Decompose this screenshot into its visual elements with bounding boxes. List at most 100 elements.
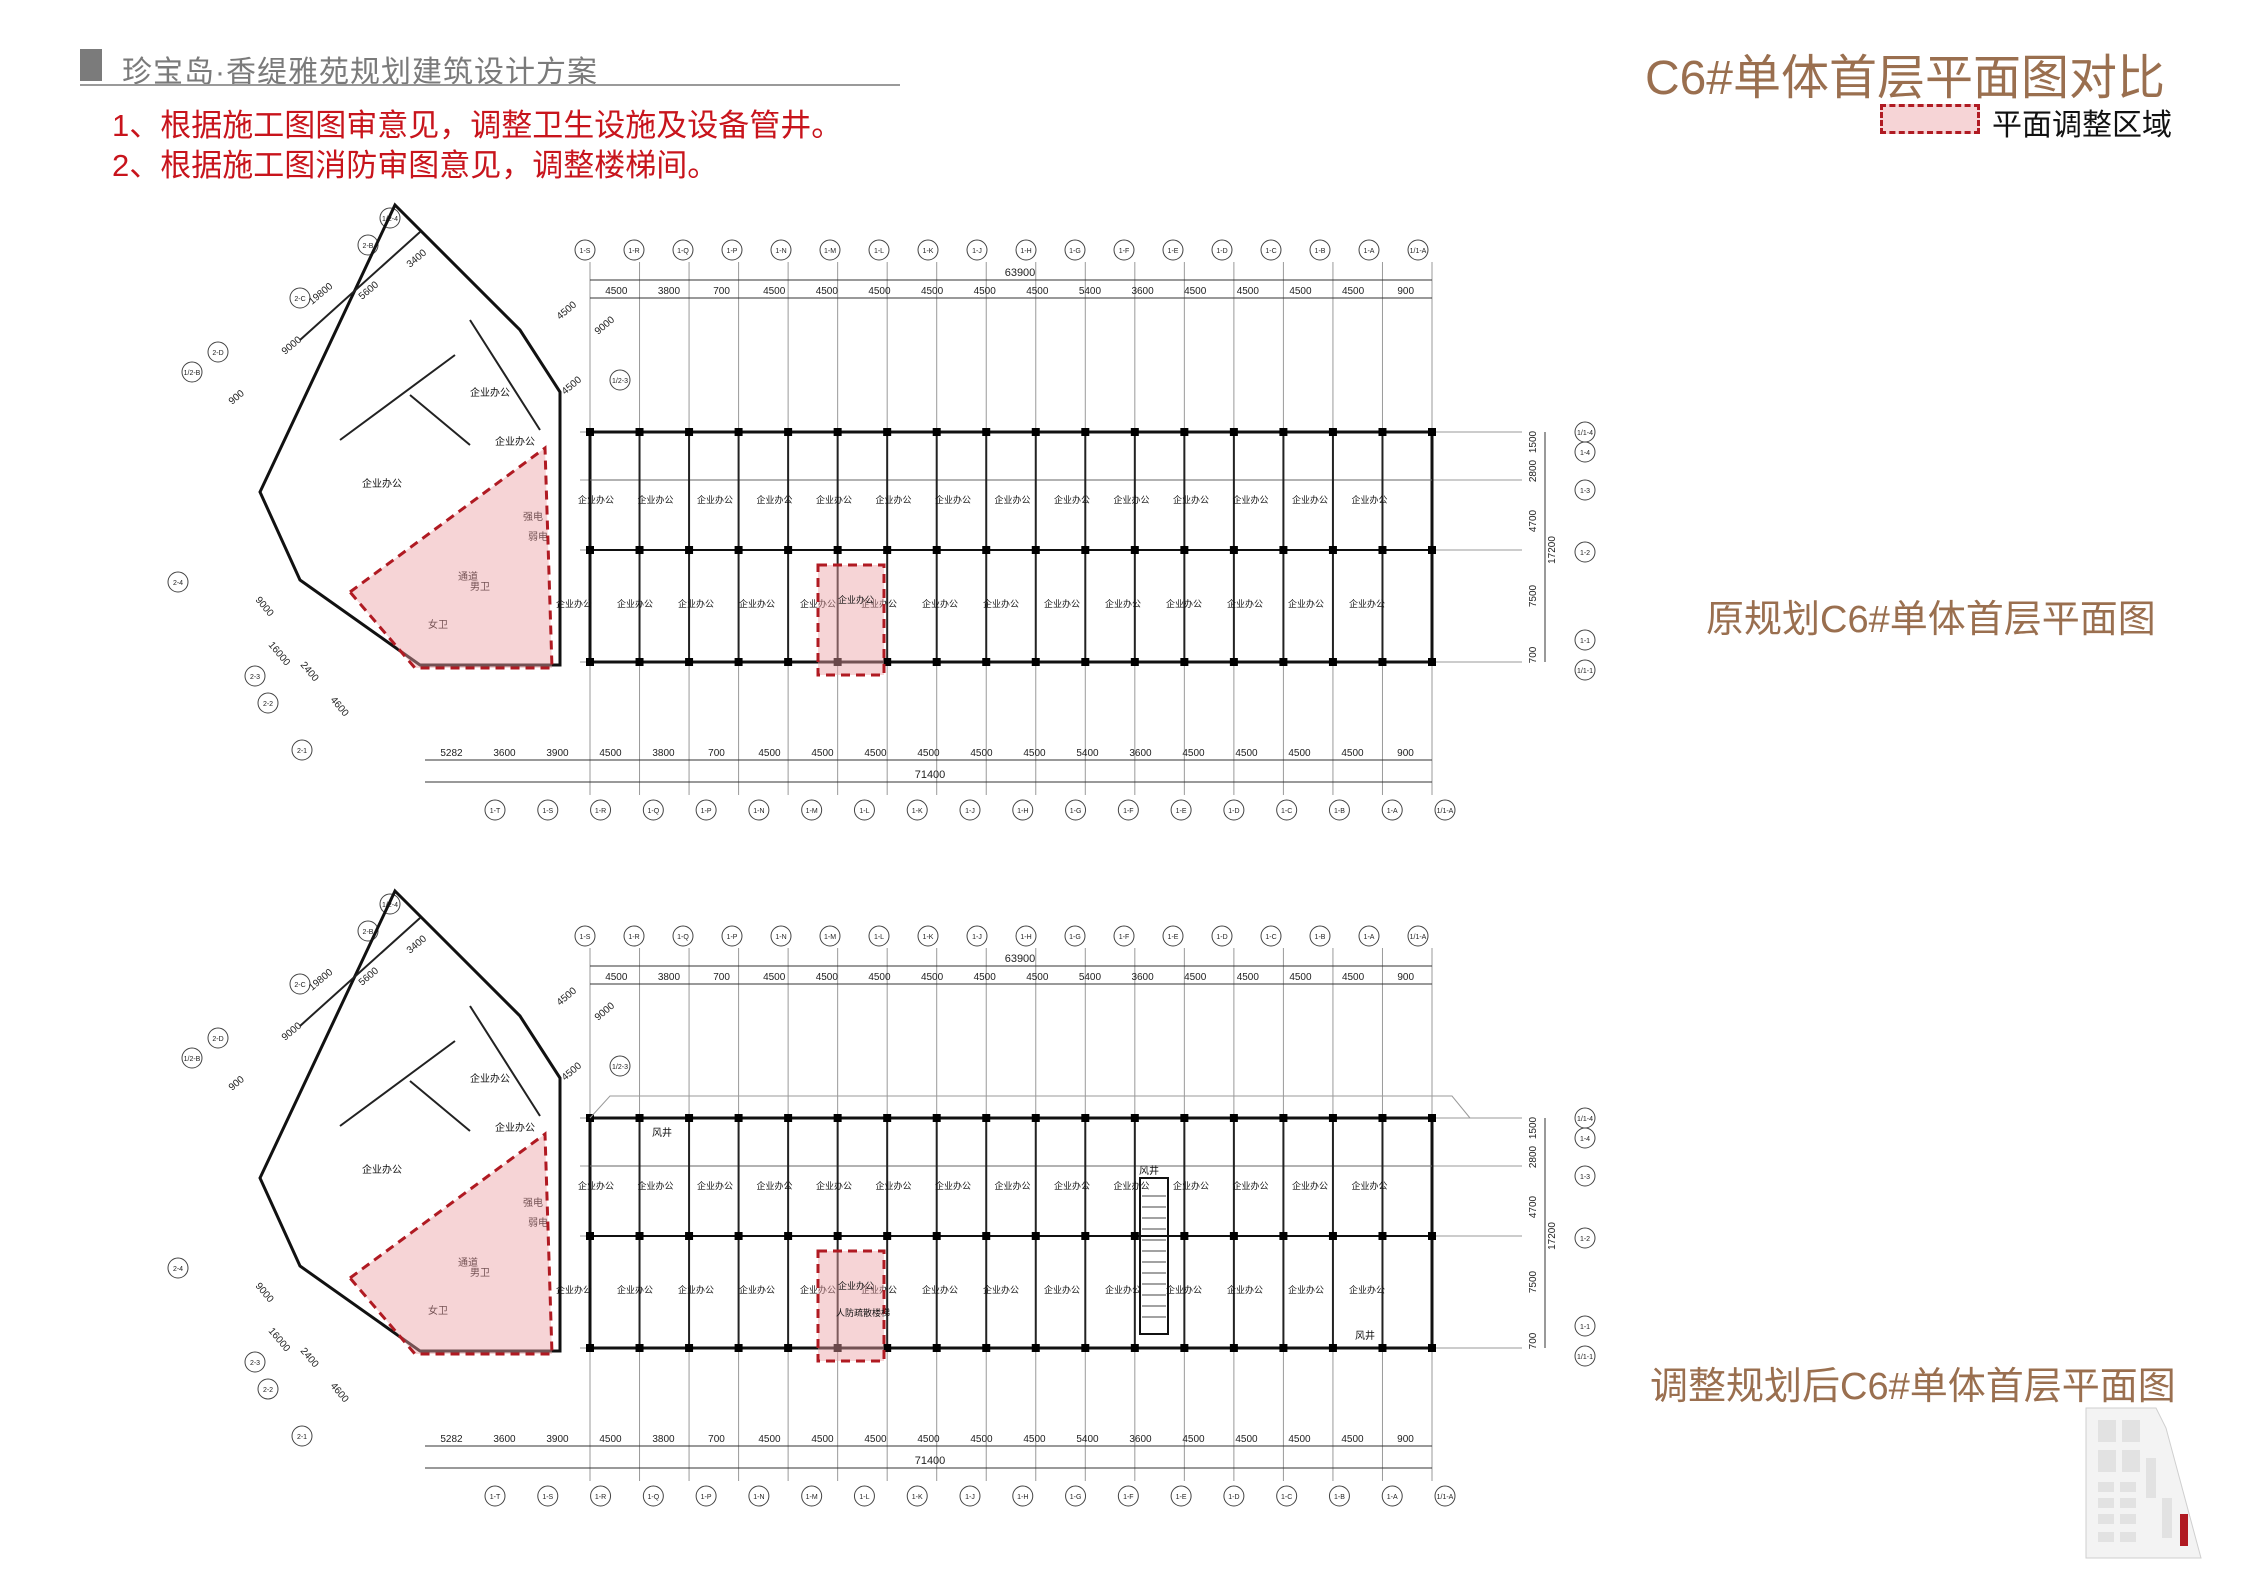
note-1: 1、根据施工图图审意见，调整卫生设施及设备管井。 [112, 108, 843, 143]
structural-column [1428, 428, 1436, 436]
axis-bubble-bottom [537, 1485, 559, 1507]
axis-label-top: 1-F [1119, 248, 1130, 255]
structural-column [1180, 1344, 1189, 1352]
axis-bubble-bottom [906, 799, 928, 821]
dim-bottom-value: 3900 [546, 1434, 569, 1445]
room-label-office: 企业办公 [1288, 598, 1324, 609]
axis-label-wing: 2-B [363, 929, 374, 936]
dim-bottom-value: 3600 [493, 1434, 516, 1445]
axis-bubble-bottom [1328, 1485, 1350, 1507]
dim-top-value: 4500 [816, 972, 839, 983]
room-label-office: 企业办公 [1227, 598, 1263, 609]
axis-label-right: 1-2 [1580, 550, 1590, 557]
structural-column [1180, 546, 1189, 554]
axis-bubble-top [966, 925, 988, 947]
structural-column [635, 1344, 644, 1352]
axis-bubble-top [1358, 239, 1380, 261]
dim-right-total: 17200 [1547, 536, 1558, 564]
dim-right-total: 17200 [1547, 1222, 1558, 1250]
axis-label-bottom: 1-N [753, 1494, 764, 1501]
axis-bubble-right [1574, 479, 1596, 501]
axis-bubble-top [1064, 925, 1086, 947]
axis-label-bottom: 1-P [701, 1494, 712, 1501]
structural-column [1378, 658, 1387, 666]
dim-bottom-value: 4500 [1341, 1434, 1364, 1445]
axis-bubble-top [1113, 239, 1135, 261]
structural-column [1130, 1114, 1139, 1122]
dim-wing-value: 4500 [560, 1060, 584, 1083]
room-label-office: 企业办公 [757, 494, 793, 505]
note-2: 2、根据施工图消防审图意见，调整楼梯间。 [112, 148, 719, 183]
structural-column [1279, 1232, 1288, 1240]
structural-column [1130, 658, 1139, 666]
axis-label-top: 1-B [1315, 934, 1326, 941]
structural-column [982, 1344, 991, 1352]
dim-top-value: 900 [1397, 972, 1414, 983]
room-label-office: 企业办公 [995, 1180, 1031, 1191]
dim-top-value: 4500 [921, 286, 944, 297]
structural-column [883, 428, 892, 436]
axis-label-bottom: 1-G [1070, 808, 1082, 815]
dim-top-value: 4500 [1026, 286, 1049, 297]
structural-column [685, 1232, 694, 1240]
header-bar [80, 49, 102, 81]
adjust-region-restrooms [347, 1131, 554, 1356]
axis-label-bottom: 1-Q [647, 1494, 659, 1501]
room-label-men: 男卫 [470, 1267, 490, 1279]
dim-bottom-value: 4500 [970, 748, 993, 759]
structural-column [1328, 1344, 1337, 1352]
structural-column [1279, 428, 1288, 436]
axis-label-bottom: 1-F [1123, 1494, 1134, 1501]
axis-label-wing: 1/2-3 [612, 1064, 628, 1071]
axis-label-wing: 2-3 [250, 674, 260, 681]
axis-bubble-right [1574, 1165, 1596, 1187]
axis-label-wing: 2-B [363, 243, 374, 250]
axis-bubble-top [1162, 239, 1184, 261]
structural-column [932, 658, 941, 666]
axis-bubble-bottom [695, 799, 717, 821]
structural-column [833, 1232, 842, 1240]
axis-label-bottom: 1-E [1176, 1494, 1187, 1501]
axis-label-right: 1-4 [1580, 450, 1590, 457]
room-label-office: 企业办公 [556, 1284, 592, 1295]
axis-label-bottom: 1-S [542, 1494, 553, 1501]
dim-top-value: 700 [713, 286, 730, 297]
structural-column [1130, 546, 1139, 554]
room-label-corridor: 通道 [458, 570, 478, 583]
angled-wing-outline [258, 202, 562, 667]
room-label-office: 企业办公 [495, 435, 535, 448]
angled-wing-walls [299, 231, 541, 446]
structural-column [1428, 1114, 1436, 1122]
axis-bubble-top [770, 239, 792, 261]
dim-bottom-value: 4500 [917, 748, 940, 759]
dim-top-value: 3600 [1131, 972, 1154, 983]
structural-column [1130, 1232, 1139, 1240]
adjust-region-stair [816, 563, 886, 677]
room-label-office: 企业办公 [578, 494, 614, 505]
axis-bubble-top [1015, 925, 1037, 947]
room-label-office: 企业办公 [983, 1284, 1019, 1295]
room-label-office: 企业办公 [1044, 1284, 1080, 1295]
room-label-office: 企业办公 [861, 598, 897, 609]
dim-bottom-value: 4500 [1182, 1434, 1205, 1445]
room-label-office: 企业办公 [1352, 494, 1388, 505]
dim-bottom-value: 3600 [1129, 1434, 1152, 1445]
room-label-office: 企业办公 [1233, 1180, 1269, 1191]
structural-column [734, 1232, 743, 1240]
axis-label-top: 1-E [1168, 934, 1179, 941]
axis-label-wing: 2-2 [263, 701, 273, 708]
room-label-office: 企业办公 [617, 598, 653, 609]
axis-label-bottom: 1-G [1070, 1494, 1082, 1501]
structural-column [982, 658, 991, 666]
dim-right-value: 700 [1528, 646, 1539, 663]
room-label-office: 企业办公 [1292, 1180, 1328, 1191]
axis-bubble-bottom [748, 1485, 770, 1507]
structural-column [1180, 658, 1189, 666]
room-label-office: 企业办公 [838, 594, 874, 605]
structural-column [833, 428, 842, 436]
dim-wing-value: 5600 [357, 965, 381, 988]
axis-bubble-wing [609, 369, 631, 391]
axis-bubble-top [1015, 239, 1037, 261]
axis-bubble-wing [181, 361, 203, 383]
dim-bottom-value: 3600 [1129, 748, 1152, 759]
